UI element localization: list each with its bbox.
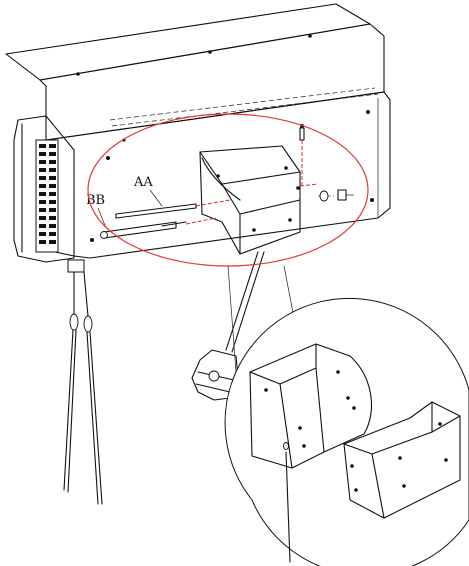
power-cords [63,259,103,505]
top-vent-slots [109,87,379,127]
detail-view [224,297,469,566]
detail-circle [224,297,469,566]
rod-aa: AA [115,175,197,219]
mounting-bracket [199,145,301,255]
detail-pointer [285,451,291,563]
heater-body [5,3,391,263]
side-vent-grille [35,139,59,253]
label-aa: AA [133,175,153,190]
detail-bracket-left [249,343,373,469]
plug-connector [191,349,239,401]
cable-gland [67,259,85,273]
detail-leader-right [283,265,295,319]
hanging-rod-and-plug [191,251,265,401]
left-end-cap [13,115,75,263]
screw-and-washer [299,124,354,202]
detail-bracket-right [343,401,461,519]
assembly-guides-red [185,140,319,225]
top-deflector [5,3,371,81]
detail-leader-left [227,265,237,373]
